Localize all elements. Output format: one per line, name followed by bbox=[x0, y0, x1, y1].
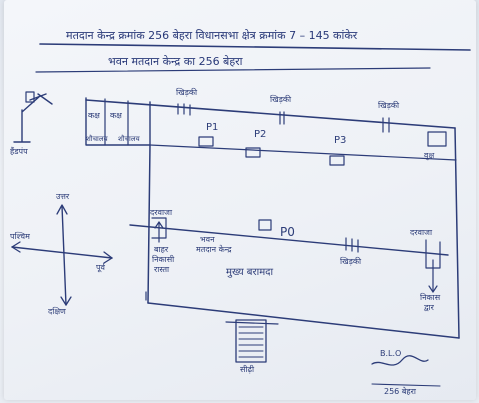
window-bottom-marks bbox=[345, 237, 359, 253]
room-p1-box bbox=[198, 136, 214, 147]
header-underline-1 bbox=[39, 43, 471, 51]
left-room-2-label: कक्ष bbox=[110, 111, 122, 120]
compass-north-arrow bbox=[56, 204, 68, 215]
left-rooms-outline bbox=[85, 97, 151, 146]
bottom-wall bbox=[147, 302, 460, 339]
signature-line-1: B.L.O bbox=[380, 349, 402, 358]
room-p2-label: P2 bbox=[254, 129, 267, 140]
steps-top-line bbox=[225, 321, 279, 325]
tree-box bbox=[427, 131, 447, 147]
inside-left-2: निकासी bbox=[152, 255, 175, 264]
top-wall bbox=[85, 99, 456, 129]
room-p0-label: P0 bbox=[280, 225, 295, 239]
header-underline-2 bbox=[35, 67, 431, 73]
corridor-line bbox=[129, 224, 449, 256]
steps-box bbox=[235, 319, 267, 363]
inside-left-3: रास्ता bbox=[154, 265, 170, 274]
right-wall bbox=[454, 127, 460, 339]
signature-underline bbox=[371, 383, 441, 387]
door-right-label: दरवाजा bbox=[410, 228, 433, 237]
compass-ew-line bbox=[11, 246, 113, 259]
compass-east-label: पूर्व bbox=[96, 263, 105, 272]
compass-east-arrow bbox=[103, 251, 113, 264]
handpump-head bbox=[25, 91, 35, 103]
window-3-marks bbox=[382, 117, 390, 133]
inside-left-1: बाहर bbox=[154, 245, 169, 254]
window-1-marks bbox=[177, 103, 191, 116]
window-label-1: खिड़की bbox=[176, 88, 198, 97]
exit-label-2: द्वार bbox=[424, 303, 434, 312]
entry-arrow-head bbox=[154, 221, 164, 229]
building-label: भवन bbox=[200, 235, 215, 244]
compass-south-label: दक्षिण bbox=[48, 307, 66, 316]
window-bottom-label: खिड़की bbox=[340, 257, 362, 266]
compass-south-arrow bbox=[60, 296, 72, 306]
room-p3-box bbox=[329, 155, 345, 166]
room-p3-label: P3 bbox=[334, 135, 347, 146]
left-wall bbox=[147, 144, 151, 304]
compass-west-label: पश्चिम bbox=[10, 232, 30, 241]
signature-scribble bbox=[371, 355, 429, 366]
exit-label-1: निकास bbox=[420, 293, 441, 302]
handpump-label: हैंडपंप bbox=[10, 147, 28, 156]
signature-line-2: 256 बेहरा bbox=[384, 387, 416, 396]
room-p0-box bbox=[258, 219, 272, 231]
tree-label: वृक्ष bbox=[424, 151, 435, 160]
compass-ns-line bbox=[61, 205, 67, 306]
door-right-arrow-head bbox=[428, 285, 438, 293]
building-sub-label: मतदान केन्द्र bbox=[196, 245, 232, 254]
left-room-1-sub: शौचालय bbox=[86, 135, 108, 143]
compass-north-label: उत्तर bbox=[56, 192, 70, 201]
compass-west-arrow bbox=[11, 241, 21, 253]
left-room-2-sub: शौचालय bbox=[118, 135, 140, 143]
steps-lines bbox=[238, 326, 264, 358]
window-2-marks bbox=[279, 111, 285, 125]
room-p1-label: P1 bbox=[206, 122, 219, 133]
window-label-2: खिड़की bbox=[270, 95, 292, 104]
header-line-2: भवन मतदान केन्द्र का 256 बेहरा bbox=[108, 55, 243, 68]
center-label: मुख्य बरामदा bbox=[226, 267, 274, 278]
window-label-3: खिड़की bbox=[378, 101, 400, 110]
handpump-shape bbox=[13, 93, 53, 143]
steps-label: सीढ़ी bbox=[240, 365, 255, 374]
left-rooms-dividers bbox=[104, 98, 129, 146]
room-p2-box bbox=[245, 147, 261, 158]
door-left-label: दरवाजा bbox=[150, 208, 173, 217]
header-line-1: मतदान केन्द्र क्रमांक 256 बेहरा विधानसभा… bbox=[66, 29, 358, 42]
left-room-1-label: कक्ष bbox=[88, 111, 100, 120]
inner-top-line bbox=[149, 144, 457, 161]
